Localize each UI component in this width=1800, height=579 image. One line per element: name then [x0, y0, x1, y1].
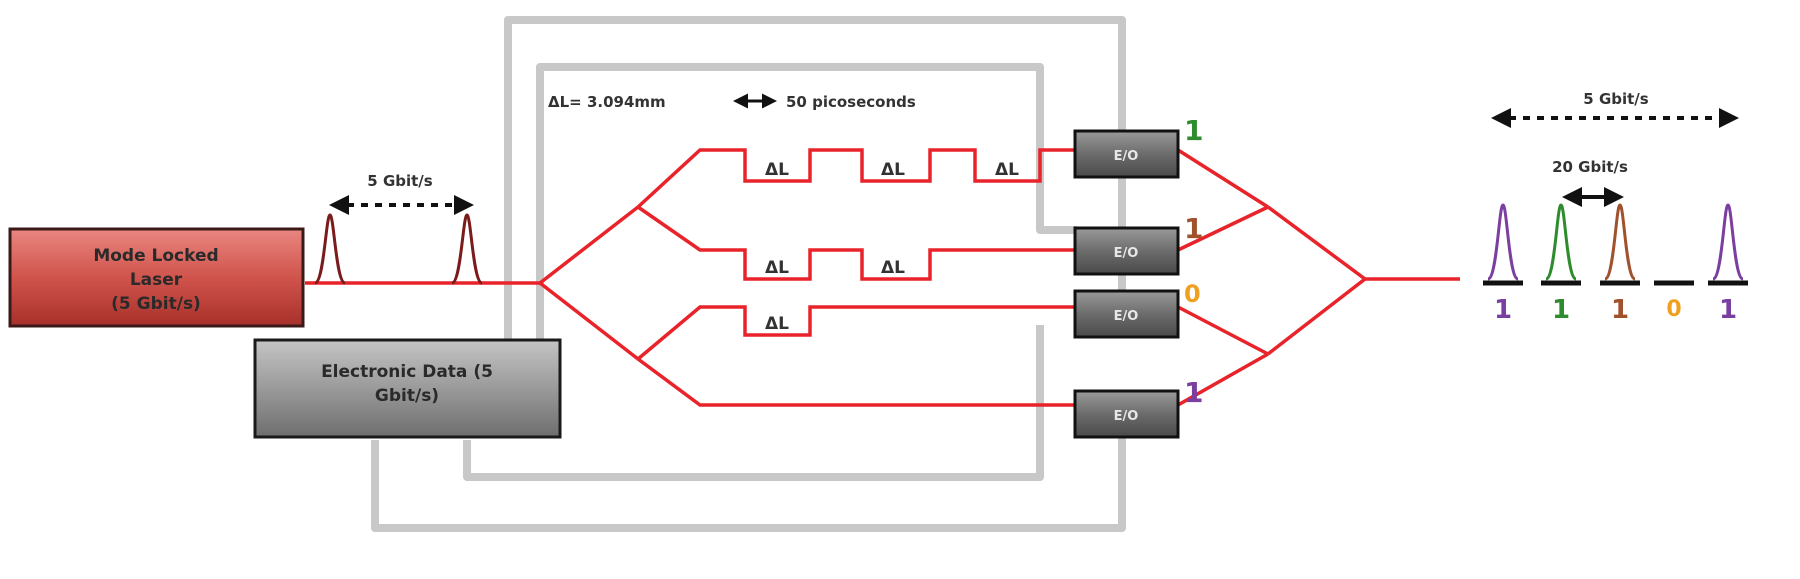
- delay-label: ΔL: [765, 160, 789, 180]
- delay-label: ΔL: [995, 160, 1019, 180]
- modulator-bits: 1 1 0 1: [1184, 114, 1203, 409]
- delay-label: ΔL: [881, 258, 905, 278]
- electrical-wires: [371, 16, 1126, 532]
- eo-modulator-label: E/O: [1114, 409, 1139, 424]
- middle-wire-loop: [536, 63, 1077, 340]
- output-bit: 1: [1611, 295, 1629, 325]
- combiner-merge-upper: [1266, 205, 1367, 281]
- combiner-upper-b: [1177, 205, 1269, 252]
- delay-label: ΔL: [765, 314, 789, 334]
- combiner-upper-a: [1177, 148, 1269, 209]
- laser-label-line1: Mode Locked: [93, 246, 218, 266]
- optical-waveguides: [305, 148, 1460, 407]
- electronic-label-line2: Gbit/s): [375, 386, 439, 406]
- splitter-upper: [538, 205, 640, 285]
- delta-length-note: ΔL= 3.094mm: [548, 93, 666, 111]
- modulators: E/O E/O E/O E/O: [1073, 129, 1180, 439]
- eo-modulator-label: E/O: [1114, 149, 1139, 164]
- input-rate-label: 5 Gbit/s: [367, 172, 432, 190]
- modulator-bit-2: 1: [1184, 212, 1203, 245]
- input-pulse-2: [450, 213, 484, 285]
- delay-label: ΔL: [765, 258, 789, 278]
- output-bit: 0: [1666, 297, 1681, 322]
- output-outer-rate-label: 5 Gbit/s: [1583, 90, 1648, 108]
- splitter-lower: [538, 281, 640, 361]
- laser-box: [8, 227, 305, 328]
- eo-modulator-box: [1073, 226, 1180, 276]
- delay-time-note: 50 picoseconds: [786, 93, 916, 111]
- modulator-bit-3: 0: [1184, 280, 1201, 308]
- output-pulse-purple: [1711, 203, 1745, 281]
- output-pulse-purple: [1486, 203, 1520, 281]
- mode-locked-laser: Mode Locked Laser (5 Gbit/s): [8, 227, 305, 328]
- modulator-bit-4: 1: [1184, 376, 1203, 409]
- output-pulse-green: [1544, 203, 1578, 281]
- modulator-bit-1: 1: [1184, 114, 1203, 147]
- output-inner-rate-label: 20 Gbit/s: [1552, 158, 1628, 176]
- combiner-merge-lower: [1266, 277, 1367, 356]
- arm-1: [636, 148, 1075, 209]
- eo-modulator-box: [1073, 389, 1180, 439]
- input-pulse-1: [313, 213, 347, 285]
- eo-modulator-box: [1073, 289, 1180, 339]
- electronic-data-source: Electronic Data (5 Gbit/s): [253, 338, 562, 439]
- eo-modulator-label: E/O: [1114, 309, 1139, 324]
- output-bit: 1: [1719, 295, 1737, 325]
- output-pulse-train: [1486, 203, 1745, 281]
- combiner-lower-a: [1177, 305, 1269, 356]
- output-bit: 1: [1494, 295, 1512, 325]
- delay-labels: ΔL ΔL ΔL ΔL ΔL ΔL: [765, 160, 1019, 334]
- arm-3: [636, 305, 1075, 361]
- arm-2: [637, 205, 1075, 281]
- electronic-data-box: [253, 338, 562, 439]
- electronic-label-line1: Electronic Data (5: [321, 362, 493, 382]
- eo-modulator-label: E/O: [1114, 246, 1139, 261]
- laser-label-line3: (5 Gbit/s): [111, 294, 201, 314]
- combiner-lower-b: [1177, 352, 1269, 407]
- input-pulse-train: [313, 213, 484, 285]
- laser-label-line2: Laser: [130, 270, 183, 290]
- arm-4: [636, 357, 1075, 407]
- eo-modulator-box: [1073, 129, 1180, 179]
- output-bit: 1: [1552, 295, 1570, 325]
- inner-wire-loop: [463, 325, 1044, 481]
- output-pulse-brown: [1603, 203, 1637, 281]
- delay-label: ΔL: [881, 160, 905, 180]
- output-bits: 1 1 1 0 1: [1494, 295, 1737, 325]
